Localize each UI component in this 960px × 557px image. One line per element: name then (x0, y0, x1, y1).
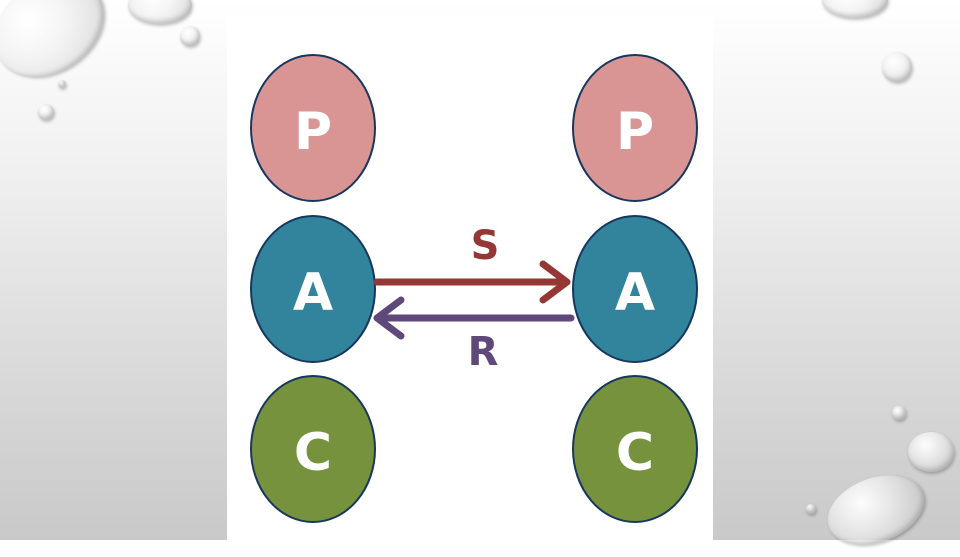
left-parent-label: P (294, 102, 332, 162)
water-drop-decoration (908, 432, 954, 472)
response-arrow: R (373, 296, 575, 375)
left-child-circle (250, 375, 376, 523)
right-child-label: C (616, 423, 654, 483)
water-drop-decoration (822, 0, 888, 18)
water-drop-decoration (38, 104, 54, 120)
left-child-node: C (250, 375, 376, 523)
response-arrowhead (373, 296, 405, 340)
water-drop-decoration (58, 80, 66, 88)
stimulus-label: S (471, 223, 500, 269)
water-drop-decoration (882, 52, 912, 82)
left-adult-node: A (250, 215, 376, 363)
right-adult-node: A (572, 215, 698, 363)
left-parent-node: P (250, 54, 376, 202)
water-drop-decoration (180, 26, 200, 46)
water-drop-decoration (128, 0, 192, 24)
right-child-circle (572, 375, 698, 523)
left-adult-label: A (293, 263, 333, 323)
left-adult-circle (250, 215, 376, 363)
right-adult-circle (572, 215, 698, 363)
water-drop-decoration (892, 406, 906, 420)
right-child-node: C (572, 375, 698, 523)
diagram-panel: P A C P A C S (227, 16, 713, 540)
right-parent-node: P (572, 54, 698, 202)
stimulus-arrow: S (373, 223, 571, 304)
right-parent-circle (572, 54, 698, 202)
pac-diagram: P A C P A C S (250, 54, 698, 523)
stimulus-arrowhead (539, 260, 571, 304)
right-parent-label: P (616, 102, 654, 162)
response-label: R (468, 329, 499, 375)
water-drop-decoration (806, 504, 816, 514)
left-child-label: C (294, 423, 332, 483)
right-adult-label: A (615, 263, 655, 323)
water-drop-decoration (818, 462, 934, 557)
left-parent-circle (250, 54, 376, 202)
